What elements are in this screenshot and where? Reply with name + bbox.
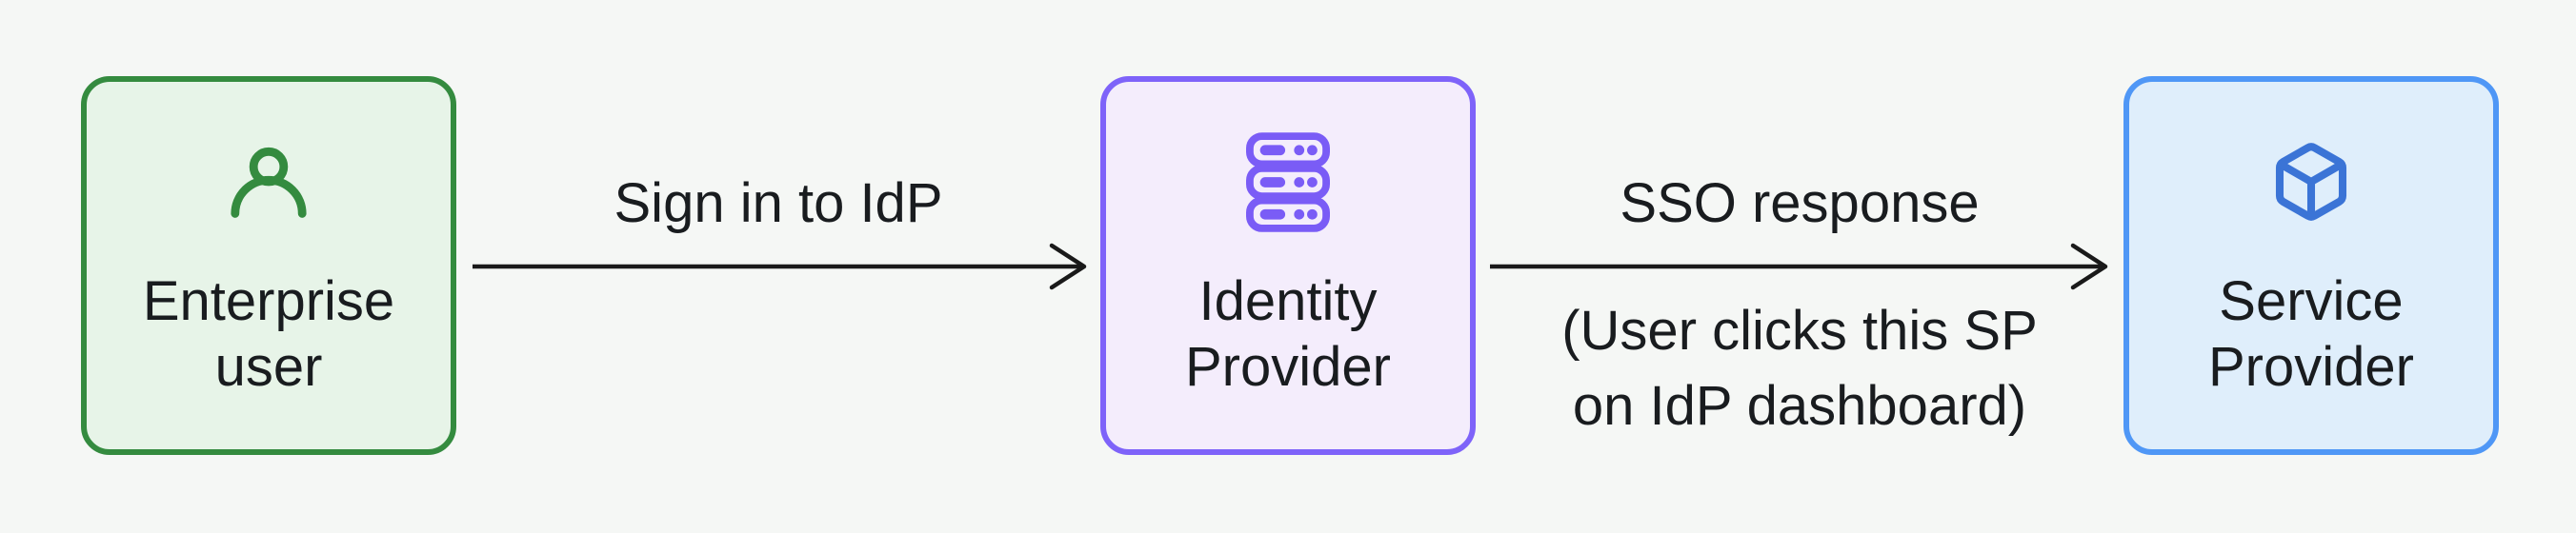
node-label-line: Provider xyxy=(1185,336,1391,398)
edge-label-sso-response: SSO response xyxy=(1620,172,1980,234)
node-label: Service Provider xyxy=(2208,268,2414,400)
edge-sublabel-line: (User clicks this SP xyxy=(1561,300,2038,362)
edge-sublabel-line: on IdP dashboard) xyxy=(1572,375,2027,437)
node-label-line: Identity xyxy=(1198,270,1378,332)
node-service-provider: Service Provider xyxy=(2123,76,2499,455)
box-icon xyxy=(2269,131,2353,232)
server-icon xyxy=(1246,131,1330,232)
node-label-line: Enterprise xyxy=(142,270,395,332)
arrow-right-icon xyxy=(1490,243,2108,290)
edge-sublabel-sso-note: (User clicks this SP on IdP dashboard) xyxy=(1476,293,2123,444)
node-label: Enterprise user xyxy=(143,268,394,400)
node-label-line: user xyxy=(214,336,323,398)
edge-label-sign-in: Sign in to IdP xyxy=(614,172,943,234)
user-icon xyxy=(227,131,311,232)
node-label: Identity Provider xyxy=(1185,268,1391,400)
node-label-line: Service xyxy=(2219,270,2404,332)
node-identity-provider: Identity Provider xyxy=(1100,76,1476,455)
node-enterprise-user: Enterprise user xyxy=(81,76,456,455)
arrow-right-icon xyxy=(473,243,1087,290)
node-label-line: Provider xyxy=(2208,336,2414,398)
